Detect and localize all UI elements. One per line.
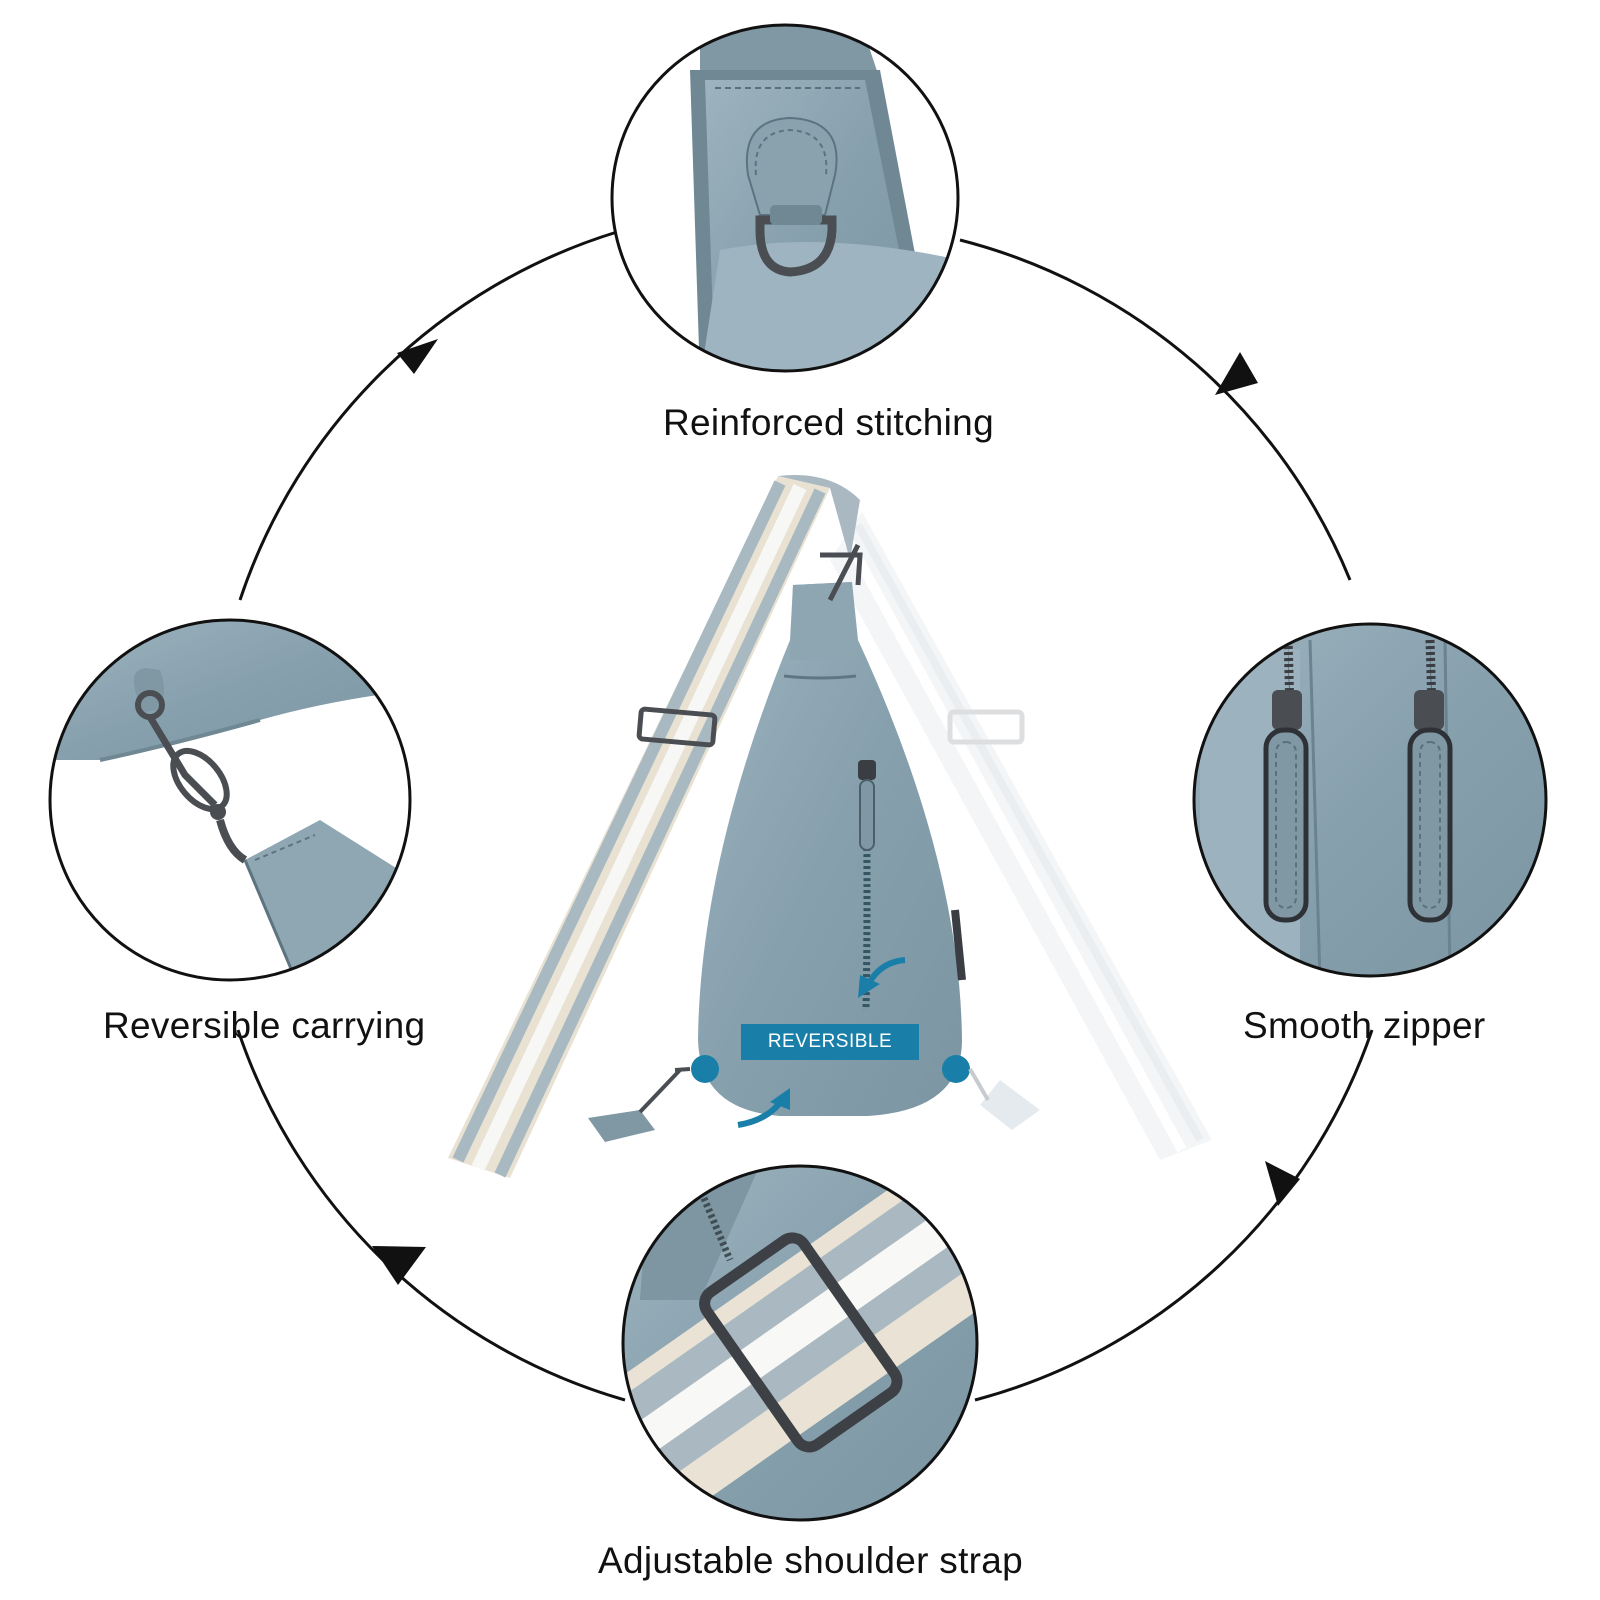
curved-arrow-icon — [737, 957, 906, 1128]
caption-reinforced-stitching: Reinforced stitching — [663, 402, 994, 443]
reversible-dot-icon — [942, 1055, 970, 1083]
sling-bag-product — [448, 475, 1212, 1178]
reinforced-stitching-detail — [610, 23, 960, 373]
reversible-badge: REVERSIBLE — [741, 1024, 919, 1060]
reversible-carrying-detail — [48, 618, 412, 982]
caption-adjustable-shoulder-strap: Adjustable shoulder strap — [598, 1540, 1024, 1581]
caption-smooth-zipper: Smooth zipper — [1243, 1005, 1486, 1046]
reversible-dot-icon — [691, 1055, 719, 1083]
adjustable-shoulder-strap-detail — [621, 1164, 979, 1522]
circular-flow-arrow-icon — [372, 339, 1300, 1285]
smooth-zipper-detail — [1192, 622, 1548, 978]
shoulder-strap — [448, 475, 860, 1178]
caption-reversible-carrying: Reversible carrying — [103, 1005, 426, 1046]
bag-body — [698, 582, 962, 1116]
faded-strap-right — [830, 512, 1212, 1160]
